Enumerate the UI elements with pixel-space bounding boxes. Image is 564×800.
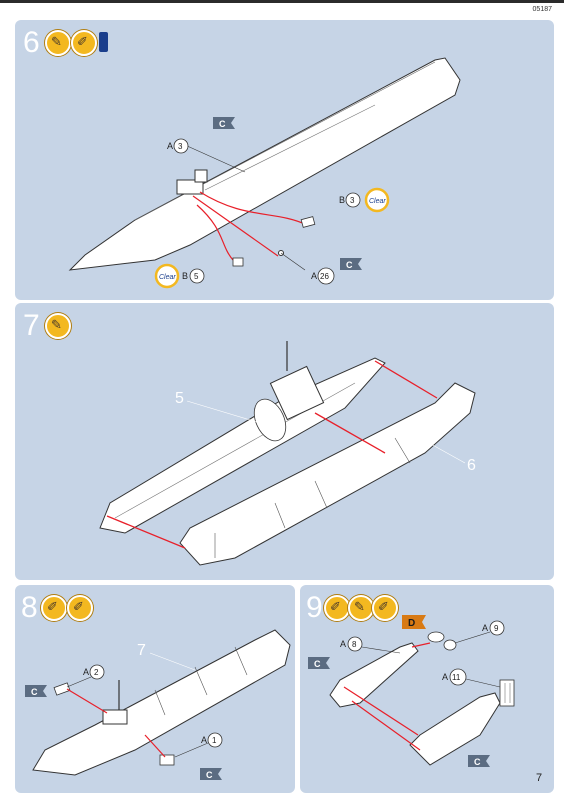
- step-7-panel: 7 ✎ 5 6: [15, 303, 554, 580]
- part-label-6: 6: [467, 457, 476, 474]
- tag-c-icon: [213, 117, 235, 129]
- glue-icon: ✎: [45, 30, 71, 56]
- clear-label-1: Clear: [369, 198, 386, 205]
- svg-text:D: D: [408, 618, 415, 629]
- paint-brush-icon: ✐: [372, 595, 398, 621]
- svg-text:C: C: [206, 770, 213, 780]
- tag-c-icon: [468, 755, 490, 767]
- part-label-7: 7: [137, 642, 146, 659]
- step-7-number: 7: [23, 309, 40, 342]
- callout-a9-number: 9: [494, 624, 499, 633]
- step-7-drawing: 5 6: [99, 341, 476, 566]
- clear-paint-icon: [154, 263, 180, 289]
- callout-a1-number: 1: [212, 736, 217, 745]
- callout-a3-number: 3: [178, 142, 183, 151]
- callout-a2-letter: A: [83, 667, 89, 677]
- callout-a3-letter: A: [167, 141, 173, 151]
- callout-b5-letter: B: [182, 271, 188, 281]
- paint-brush-icon: ✐: [41, 595, 67, 621]
- callout-a2-number: 2: [94, 668, 99, 677]
- step-9-number: 9: [306, 591, 323, 624]
- paint-brush-icon: ✐: [71, 30, 97, 56]
- callout-a11-letter: A: [442, 672, 448, 682]
- callout-a8-letter: A: [340, 639, 346, 649]
- step-8-number: 8: [21, 591, 38, 624]
- step-6-number: 6: [23, 26, 40, 59]
- callout-a8-number: 8: [352, 640, 357, 649]
- callout-b5-number: 5: [194, 272, 199, 281]
- callout-b3-number: 3: [350, 196, 355, 205]
- step-6-drawing: A 3 B 3 Clear Clear B 5 A 26 C C: [68, 57, 461, 289]
- clear-paint-icon: [364, 187, 390, 213]
- tag-c-icon: [308, 657, 330, 669]
- step-6-panel: 6 ✎ ✐ A 3 B 3 Clear Clear B 5 A: [15, 20, 554, 300]
- callout-a1-letter: A: [201, 735, 207, 745]
- clear-label-2: Clear: [159, 274, 176, 281]
- step-8-panel: 8 ✐ ✐ 7 A 2 A 1 C C: [15, 585, 295, 793]
- callout-a26-number: 26: [320, 272, 329, 281]
- page-number: 7: [530, 769, 548, 787]
- step-8-drawing: 7 A 2 A 1 C C: [25, 629, 291, 780]
- svg-text:C: C: [31, 687, 38, 697]
- paint-brush-icon: ✐: [67, 595, 93, 621]
- kit-code: 05187: [532, 6, 552, 13]
- step-9-drawing: A 8 A 9 A 11 D C C: [308, 615, 515, 767]
- svg-text:C: C: [474, 757, 481, 767]
- part-label-5: 5: [175, 390, 184, 407]
- step-9-panel: 9 ✐ ✎ ✐ A 8 A 9 A 11 D C: [300, 585, 554, 793]
- glue-icon: ✎: [45, 313, 71, 339]
- tag-c-icon: [25, 685, 47, 697]
- svg-text:C: C: [314, 659, 321, 669]
- tag-c-icon: [200, 768, 222, 780]
- flag-d-icon: [402, 615, 426, 629]
- svg-text:C: C: [219, 119, 226, 129]
- callout-b3-letter: B: [339, 195, 345, 205]
- top-rule: [0, 0, 564, 3]
- callout-a9-letter: A: [482, 623, 488, 633]
- tag-c-icon: [340, 258, 362, 270]
- svg-text:C: C: [346, 260, 353, 270]
- callout-a11-number: 11: [452, 673, 461, 682]
- paint-bottle-icon: [99, 32, 108, 52]
- callout-a26-letter: A: [311, 271, 317, 281]
